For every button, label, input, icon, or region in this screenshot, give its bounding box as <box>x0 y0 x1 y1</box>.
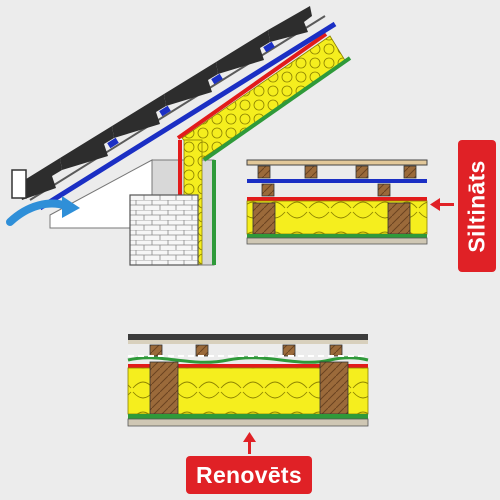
board-green-flat <box>247 234 427 238</box>
top-board <box>246 159 428 166</box>
label-insulated: Siltināts <box>458 140 496 272</box>
joists <box>252 202 411 235</box>
counter-battens <box>257 165 417 179</box>
label-renovated: Renovēts <box>186 456 312 494</box>
battens <box>261 183 391 197</box>
vapour-barrier-bottom <box>128 364 368 368</box>
membrane-blue-flat <box>247 179 427 183</box>
board-green <box>202 56 352 162</box>
top-underlay <box>128 340 368 344</box>
batten-line <box>29 15 326 201</box>
roof-tiles <box>18 6 312 200</box>
ceiling-board-bottom <box>127 418 369 427</box>
brick-wall <box>129 194 199 266</box>
arrow-icon-bottom <box>243 432 256 454</box>
curved-arrow-icon <box>6 199 70 226</box>
arrow-icon <box>430 198 454 211</box>
vapour-barrier-flat <box>247 197 427 201</box>
label-insulated-text: Siltināts <box>463 159 490 253</box>
vapour-barrier-red <box>176 32 328 140</box>
membrane-wavy <box>127 356 369 364</box>
insulated-section <box>246 159 428 245</box>
joists-bottom <box>149 361 349 415</box>
ceiling-board <box>246 237 428 245</box>
curved-arrow-head <box>62 196 80 218</box>
membrane-blue <box>38 21 337 211</box>
renovated-section <box>127 334 369 427</box>
tile-batten-marks <box>107 41 275 149</box>
counter-battens-bottom <box>149 344 343 357</box>
roof-eaves-section <box>6 6 352 266</box>
top-covering <box>128 334 368 340</box>
gutter <box>11 169 27 199</box>
board-green-bottom <box>128 414 368 419</box>
